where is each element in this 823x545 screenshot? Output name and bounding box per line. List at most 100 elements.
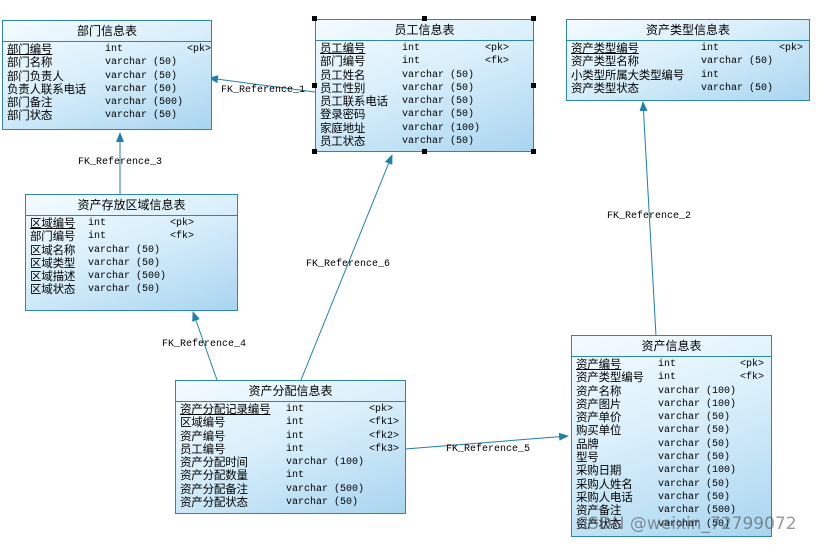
column-name: 员工联系电话 <box>320 94 388 109</box>
entity-title: 资产存放区域信息表 <box>26 195 237 216</box>
selection-handle[interactable] <box>312 149 317 154</box>
fk-reference-5-line[interactable] <box>404 432 569 450</box>
fk-reference-3-label: FK_Reference_3 <box>78 157 163 168</box>
entity-title: 员工信息表 <box>316 20 533 41</box>
column-name: 资产状态 <box>576 516 622 531</box>
column-key: <pk> <box>187 44 212 55</box>
column-type: varchar (100) <box>658 385 737 397</box>
column-type: int <box>286 470 305 482</box>
selection-handle[interactable] <box>531 83 536 88</box>
entity-title: 资产类型信息表 <box>567 20 809 41</box>
column-name: 区域状态 <box>30 282 76 297</box>
selection-handle[interactable] <box>422 16 427 21</box>
column-name: 资产类型编号 <box>576 370 644 385</box>
selection-handle[interactable] <box>531 16 536 21</box>
column-name: 登录密码 <box>320 107 366 122</box>
fk-reference-6-line[interactable] <box>300 154 393 381</box>
column-name: 资产单价 <box>576 410 622 425</box>
column-type: int <box>701 43 720 54</box>
selection-handle[interactable] <box>531 149 536 154</box>
column-row[interactable]: 区域状态 varchar (50) <box>30 282 237 297</box>
selection-handle[interactable] <box>312 16 317 21</box>
column-type: varchar (50) <box>88 257 161 269</box>
column-type: varchar (50) <box>105 57 178 69</box>
column-name: 型号 <box>576 450 599 465</box>
column-type: int <box>402 43 421 54</box>
column-name: 小类型所属大类型编号 <box>571 67 684 82</box>
column-name: 资产分配记录编号 <box>180 402 271 416</box>
column-row[interactable]: 资产分配数量 int <box>180 468 405 483</box>
column-type: int <box>286 430 305 442</box>
column-name: 部门负责人 <box>7 68 64 83</box>
fk-reference-2-line[interactable] <box>639 101 657 337</box>
fk-reference-1-line[interactable] <box>208 75 316 93</box>
column-type: varchar (100) <box>658 465 737 477</box>
column-row[interactable]: 区域名称 varchar (50) <box>30 242 237 257</box>
selection-handle[interactable] <box>422 149 427 154</box>
column-type: varchar (50) <box>701 56 774 68</box>
fk-reference-4-line[interactable] <box>192 311 218 381</box>
column-name: 资产分配数量 <box>180 468 248 483</box>
fk-reference-4-label: FK_Reference_4 <box>162 339 247 350</box>
column-type: varchar (50) <box>286 497 359 509</box>
column-type: varchar (50) <box>105 110 178 122</box>
column-type: int <box>402 56 421 68</box>
column-type: varchar (100) <box>658 398 737 410</box>
column-type: int <box>88 218 107 229</box>
column-type: varchar (50) <box>88 284 161 296</box>
column-name: 员工姓名 <box>320 67 366 82</box>
selection-handle[interactable] <box>312 83 317 88</box>
column-name: 区域名称 <box>30 242 76 257</box>
column-type: varchar (50) <box>88 244 161 256</box>
